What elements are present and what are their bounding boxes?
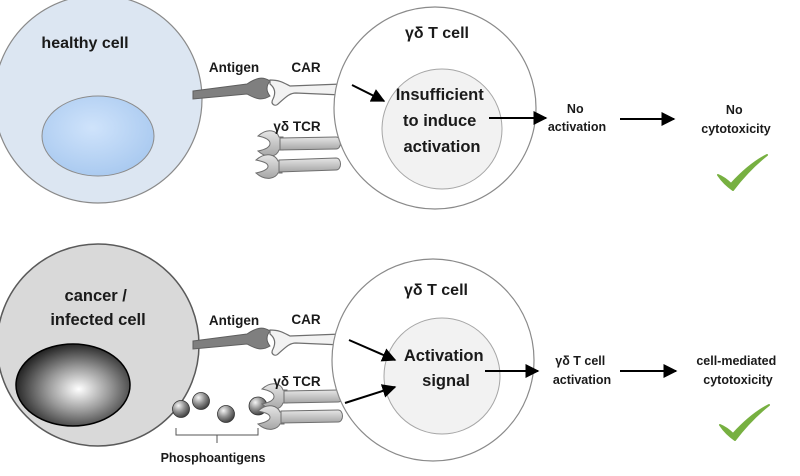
signal-text-bottom: Activation signal <box>404 347 488 390</box>
gamma-delta-tcr-bottom: γδ TCR <box>256 374 343 430</box>
checkmark-icon-top <box>717 154 768 191</box>
cancer-cell-label: cancer / infected cell <box>50 287 145 329</box>
t-cell-label-top: γδ T cell <box>405 25 469 42</box>
phosphoantigens: Phosphoantigens <box>161 392 268 465</box>
cancer-infected-cell: cancer / infected cell <box>0 243 200 447</box>
antigen-label-bottom: Antigen <box>209 313 259 328</box>
phosphoantigen-1 <box>172 400 190 418</box>
t-cell-inner-top <box>381 68 503 190</box>
arrow-tcr-to-tcell-bottom <box>344 384 397 404</box>
arrow-car-to-tcell-bottom <box>348 339 397 362</box>
outcome-activation-top: No activation <box>548 102 606 134</box>
outcome-cytotoxicity-top: No cytotoxicity <box>701 103 771 136</box>
outcome-cytotoxicity-bottom: cell-mediated cytotoxicity <box>696 354 779 387</box>
healthy-cell-nucleus <box>41 95 155 177</box>
t-cell-label-bottom: γδ T cell <box>404 282 468 299</box>
t-cell-inner-bottom <box>383 317 501 435</box>
tcr-label-bottom: γδ TCR <box>273 374 320 389</box>
bottom-panel: cancer / infected cell Antigen CAR Phosp… <box>0 243 779 465</box>
arrow-car-to-tcell-top <box>351 84 386 102</box>
antigen-top: Antigen <box>192 60 271 100</box>
car-label-top: CAR <box>291 60 320 75</box>
signal-text-top: Insufficient to induce activation <box>396 86 489 156</box>
healthy-cell-label: healthy cell <box>41 35 128 52</box>
phosphoantigens-bracket <box>175 428 259 443</box>
phosphoantigen-3 <box>217 405 235 423</box>
gamma-delta-tcr-top: γδ TCR <box>254 119 341 179</box>
t-cell-top: γδ T cell Insufficient to induce activat… <box>333 6 537 210</box>
phosphoantigen-2 <box>192 392 210 410</box>
car-receptor-bottom: CAR <box>269 312 348 356</box>
t-cell-bottom: γδ T cell Activation signal <box>331 258 535 462</box>
checkmark-icon-bottom <box>719 404 770 441</box>
healthy-cell: healthy cell <box>0 0 203 204</box>
tcr-label-top: γδ TCR <box>273 119 320 134</box>
outcome-activation-bottom: γδ T cell activation <box>553 354 611 387</box>
antigen-bottom: Antigen <box>192 313 271 350</box>
phosphoantigens-label: Phosphoantigens <box>161 451 266 465</box>
car-label-bottom: CAR <box>291 312 320 327</box>
cancer-cell-nucleus <box>15 343 131 427</box>
car-receptor-top: CAR <box>269 60 348 106</box>
top-panel: healthy cell Antigen CAR γδ TCR γδ T cel… <box>0 0 771 210</box>
antigen-label-top: Antigen <box>209 60 259 75</box>
